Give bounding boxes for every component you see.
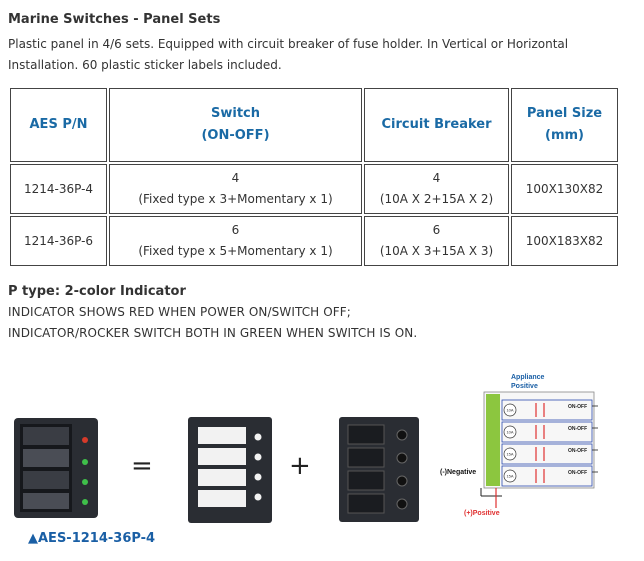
equals-sign: = <box>131 451 153 481</box>
cell-switch: 4(Fixed type x 3+Momentary x 1) <box>109 164 362 214</box>
cell-breaker: 4(10A X 2+15A X 2) <box>364 164 509 214</box>
p-type-title: P type: 2-color Indicator <box>8 284 186 299</box>
on-off-label: ON-OFF <box>568 404 587 410</box>
on-off-label: ON-OFF <box>568 448 587 454</box>
page-title: Marine Switches - Panel Sets <box>8 12 221 27</box>
breaker-label: 10A <box>506 430 513 435</box>
cell-pn: 1214-36P-4 <box>10 164 107 214</box>
cell-size: 100X130X82 <box>511 164 618 214</box>
p-type-line-2: INDICATOR/ROCKER SWITCH BOTH IN GREEN WH… <box>8 326 418 340</box>
product-description: Plastic panel in 4/6 sets. Equipped with… <box>8 37 569 72</box>
plus-sign: + <box>289 451 311 481</box>
switch-panel-image <box>339 417 419 522</box>
on-off-label: ON-OFF <box>568 470 587 476</box>
negative-label: (-)Negative <box>440 469 476 476</box>
table-row: 1214-36P-4 4(Fixed type x 3+Momentary x … <box>10 164 618 214</box>
header-pn: AES P/N <box>10 88 107 162</box>
image-caption: ▲AES-1214-36P-4 <box>28 531 156 546</box>
spec-table: AES P/N Switch(ON-OFF) Circuit Breaker P… <box>8 86 620 268</box>
cell-size: 100X183X82 <box>511 216 618 266</box>
positive-label: (+)Positive <box>464 510 500 517</box>
assembled-panel-image <box>14 418 98 518</box>
header-size: Panel Size(mm) <box>511 88 618 162</box>
p-type-line-1: INDICATOR SHOWS RED WHEN POWER ON/SWITCH… <box>8 305 351 319</box>
header-switch: Switch(ON-OFF) <box>109 88 362 162</box>
on-off-label: ON-OFF <box>568 426 587 432</box>
cell-breaker: 6(10A X 3+15A X 3) <box>364 216 509 266</box>
breaker-label: 10A <box>506 408 513 413</box>
breaker-label: 15A <box>506 474 513 479</box>
header-breaker: Circuit Breaker <box>364 88 509 162</box>
cell-pn: 1214-36P-6 <box>10 216 107 266</box>
label-plate-image <box>188 417 272 523</box>
cell-switch: 6(Fixed type x 5+Momentary x 1) <box>109 216 362 266</box>
table-header-row: AES P/N Switch(ON-OFF) Circuit Breaker P… <box>10 88 618 162</box>
appliance-label-2: Positive <box>511 383 538 390</box>
appliance-label-1: Appliance <box>511 374 545 381</box>
wiring-diagram: Appliance Positive 10A 10A 15A 15A ON-OF… <box>440 374 598 517</box>
table-row: 1214-36P-6 6(Fixed type x 5+Momentary x … <box>10 216 618 266</box>
breaker-label: 15A <box>506 452 513 457</box>
